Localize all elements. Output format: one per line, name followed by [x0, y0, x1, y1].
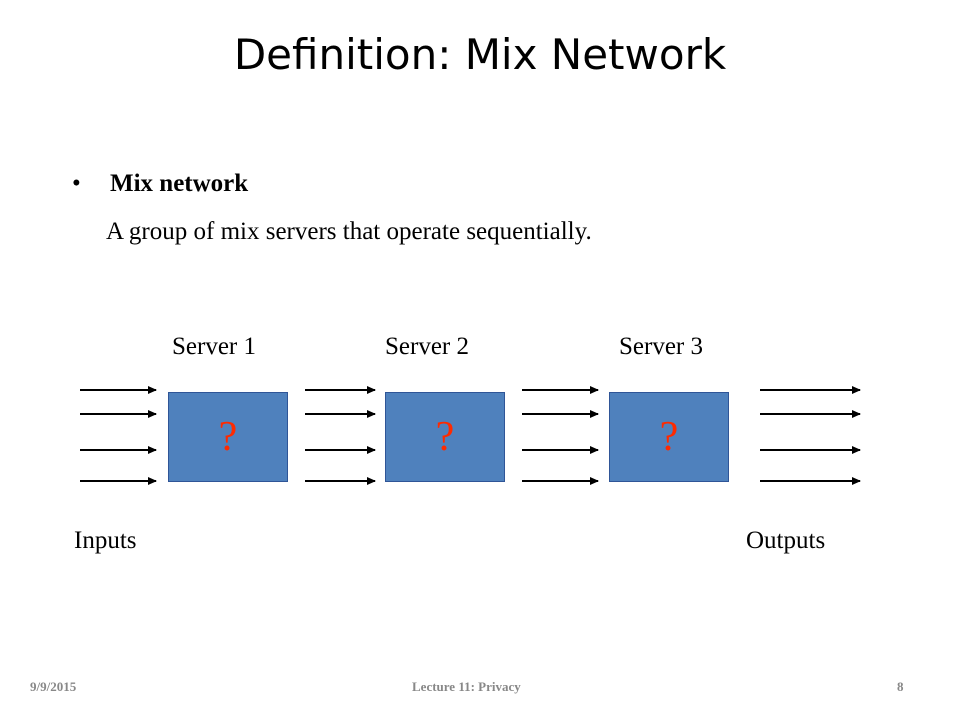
- gap-1-arrows: [305, 386, 376, 485]
- term-definition: A group of mix servers that operate sequ…: [106, 218, 592, 245]
- server-1-label: Server 1: [172, 333, 256, 360]
- footer-date: 9/9/2015: [30, 679, 77, 694]
- input-arrows: [80, 386, 157, 485]
- gap-2-arrows: [522, 386, 599, 485]
- footer-page-number: 8: [897, 679, 904, 694]
- slide-title: Definition: Mix Network: [233, 30, 727, 79]
- footer-lecture-title: Lecture 11: Privacy: [412, 679, 521, 694]
- server-2-label: Server 2: [385, 333, 469, 360]
- output-arrows: [760, 386, 861, 485]
- server-2-box: ?: [385, 392, 505, 482]
- term-mix-network: Mix network: [110, 170, 249, 197]
- server-2-unknown-mark: ?: [435, 414, 455, 460]
- server-1-unknown-mark: ?: [218, 414, 238, 460]
- server-3-label: Server 3: [619, 333, 703, 360]
- server-3-box: ?: [609, 392, 729, 482]
- outputs-label: Outputs: [746, 527, 826, 554]
- inputs-label: Inputs: [74, 527, 137, 554]
- bullet-point: •: [72, 170, 81, 197]
- server-3-unknown-mark: ?: [659, 414, 679, 460]
- server-1-box: ?: [168, 392, 288, 482]
